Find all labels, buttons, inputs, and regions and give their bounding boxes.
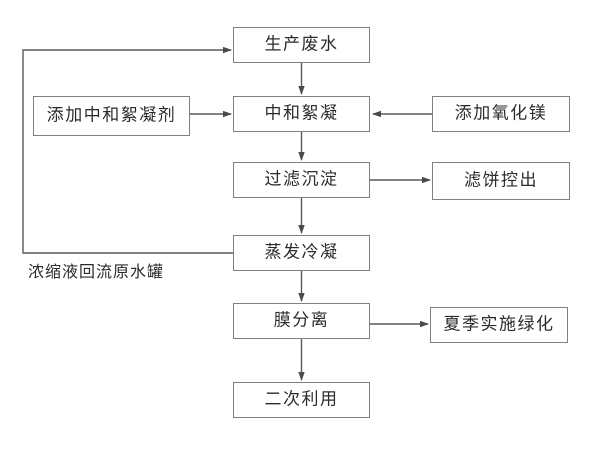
annotation-recycle-note-text: 浓缩液回流原水罐 bbox=[28, 262, 165, 281]
node-wastewater[interactable]: 生产废水 bbox=[233, 27, 370, 63]
node-membrane-label: 膜分离 bbox=[273, 310, 330, 330]
node-filter-label: 过滤沉淀 bbox=[264, 169, 339, 189]
node-neutralize-label: 中和絮凝 bbox=[264, 103, 339, 123]
node-add-coagulant[interactable]: 添加中和絮凝剂 bbox=[33, 96, 190, 136]
edge-recycle-loop bbox=[22, 46, 233, 254]
node-summer-greening-label: 夏季实施绿化 bbox=[443, 314, 555, 334]
node-add-coagulant-label: 添加中和絮凝剂 bbox=[46, 105, 177, 125]
annotation-recycle-note: 浓缩液回流原水罐 bbox=[28, 264, 164, 280]
node-neutralize[interactable]: 中和絮凝 bbox=[233, 96, 370, 132]
node-add-mgo[interactable]: 添加氧化镁 bbox=[432, 96, 570, 132]
node-wastewater-label: 生产废水 bbox=[264, 34, 339, 54]
node-add-mgo-label: 添加氧化镁 bbox=[454, 103, 548, 123]
node-filter-cake[interactable]: 滤饼控出 bbox=[432, 162, 570, 200]
node-membrane[interactable]: 膜分离 bbox=[233, 303, 370, 339]
node-reuse[interactable]: 二次利用 bbox=[233, 382, 370, 418]
node-reuse-label: 二次利用 bbox=[264, 389, 339, 409]
node-evaporate[interactable]: 蒸发冷凝 bbox=[233, 235, 370, 271]
node-filter[interactable]: 过滤沉淀 bbox=[233, 162, 370, 198]
node-filter-cake-label: 滤饼控出 bbox=[464, 170, 538, 190]
node-evaporate-label: 蒸发冷凝 bbox=[264, 242, 339, 262]
node-summer-greening[interactable]: 夏季实施绿化 bbox=[430, 307, 568, 343]
